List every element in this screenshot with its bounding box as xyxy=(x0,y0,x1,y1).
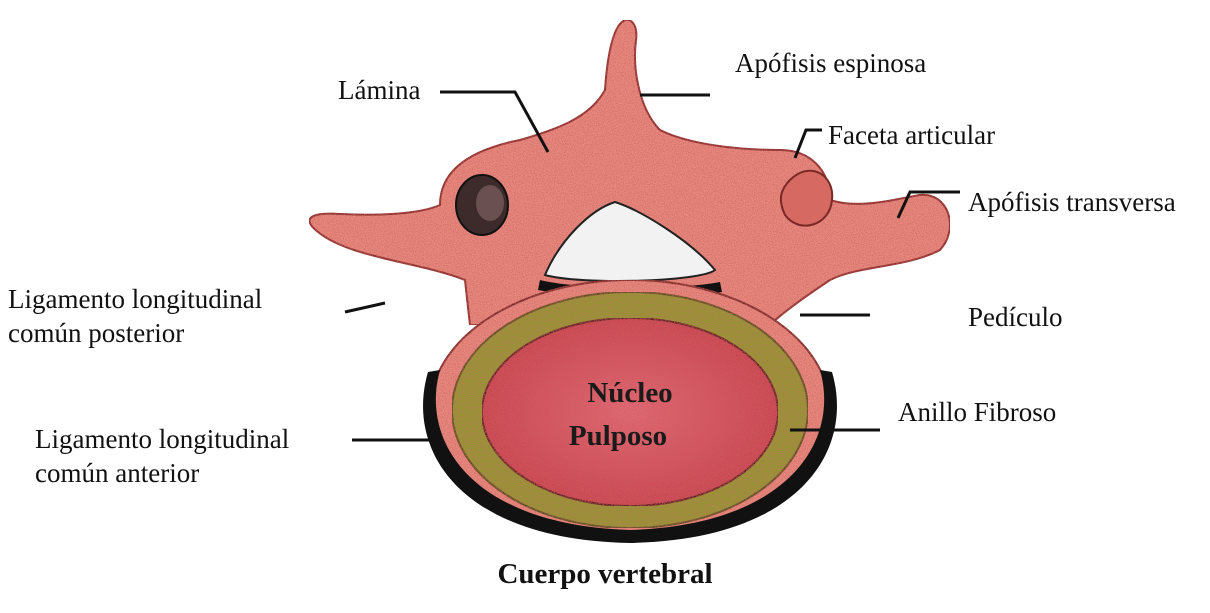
label-apofisis-espinosa: Apófisis espinosa xyxy=(735,46,926,80)
label-lamina: Lámina xyxy=(338,73,420,107)
label-anillo-fibroso: Anillo Fibroso xyxy=(898,395,1056,429)
label-pediculo: Pedículo xyxy=(968,300,1063,334)
caption: Cuerpo vertebral xyxy=(0,558,1210,591)
label-ligamento-anterior-line1: Ligamento longitudinal xyxy=(35,422,289,456)
label-ligamento-posterior-line1: Ligamento longitudinal xyxy=(8,282,262,316)
label-ligamento-posterior: Ligamento longitudinal común posterior xyxy=(8,282,262,350)
nucleus-pulposus-shape xyxy=(482,318,778,506)
nucleo-label-line1: Núcleo xyxy=(587,377,672,409)
nucleo-label-line2: Pulposo xyxy=(569,420,667,452)
leader-ligamento-posterior xyxy=(345,303,385,312)
label-ligamento-posterior-line2: común posterior xyxy=(8,316,262,350)
label-ligamento-anterior-line2: común anterior xyxy=(35,456,289,490)
label-apofisis-transversa: Apófisis transversa xyxy=(968,185,1176,219)
label-ligamento-anterior: Ligamento longitudinal común anterior xyxy=(35,422,289,490)
label-faceta-articular: Faceta articular xyxy=(828,118,995,152)
